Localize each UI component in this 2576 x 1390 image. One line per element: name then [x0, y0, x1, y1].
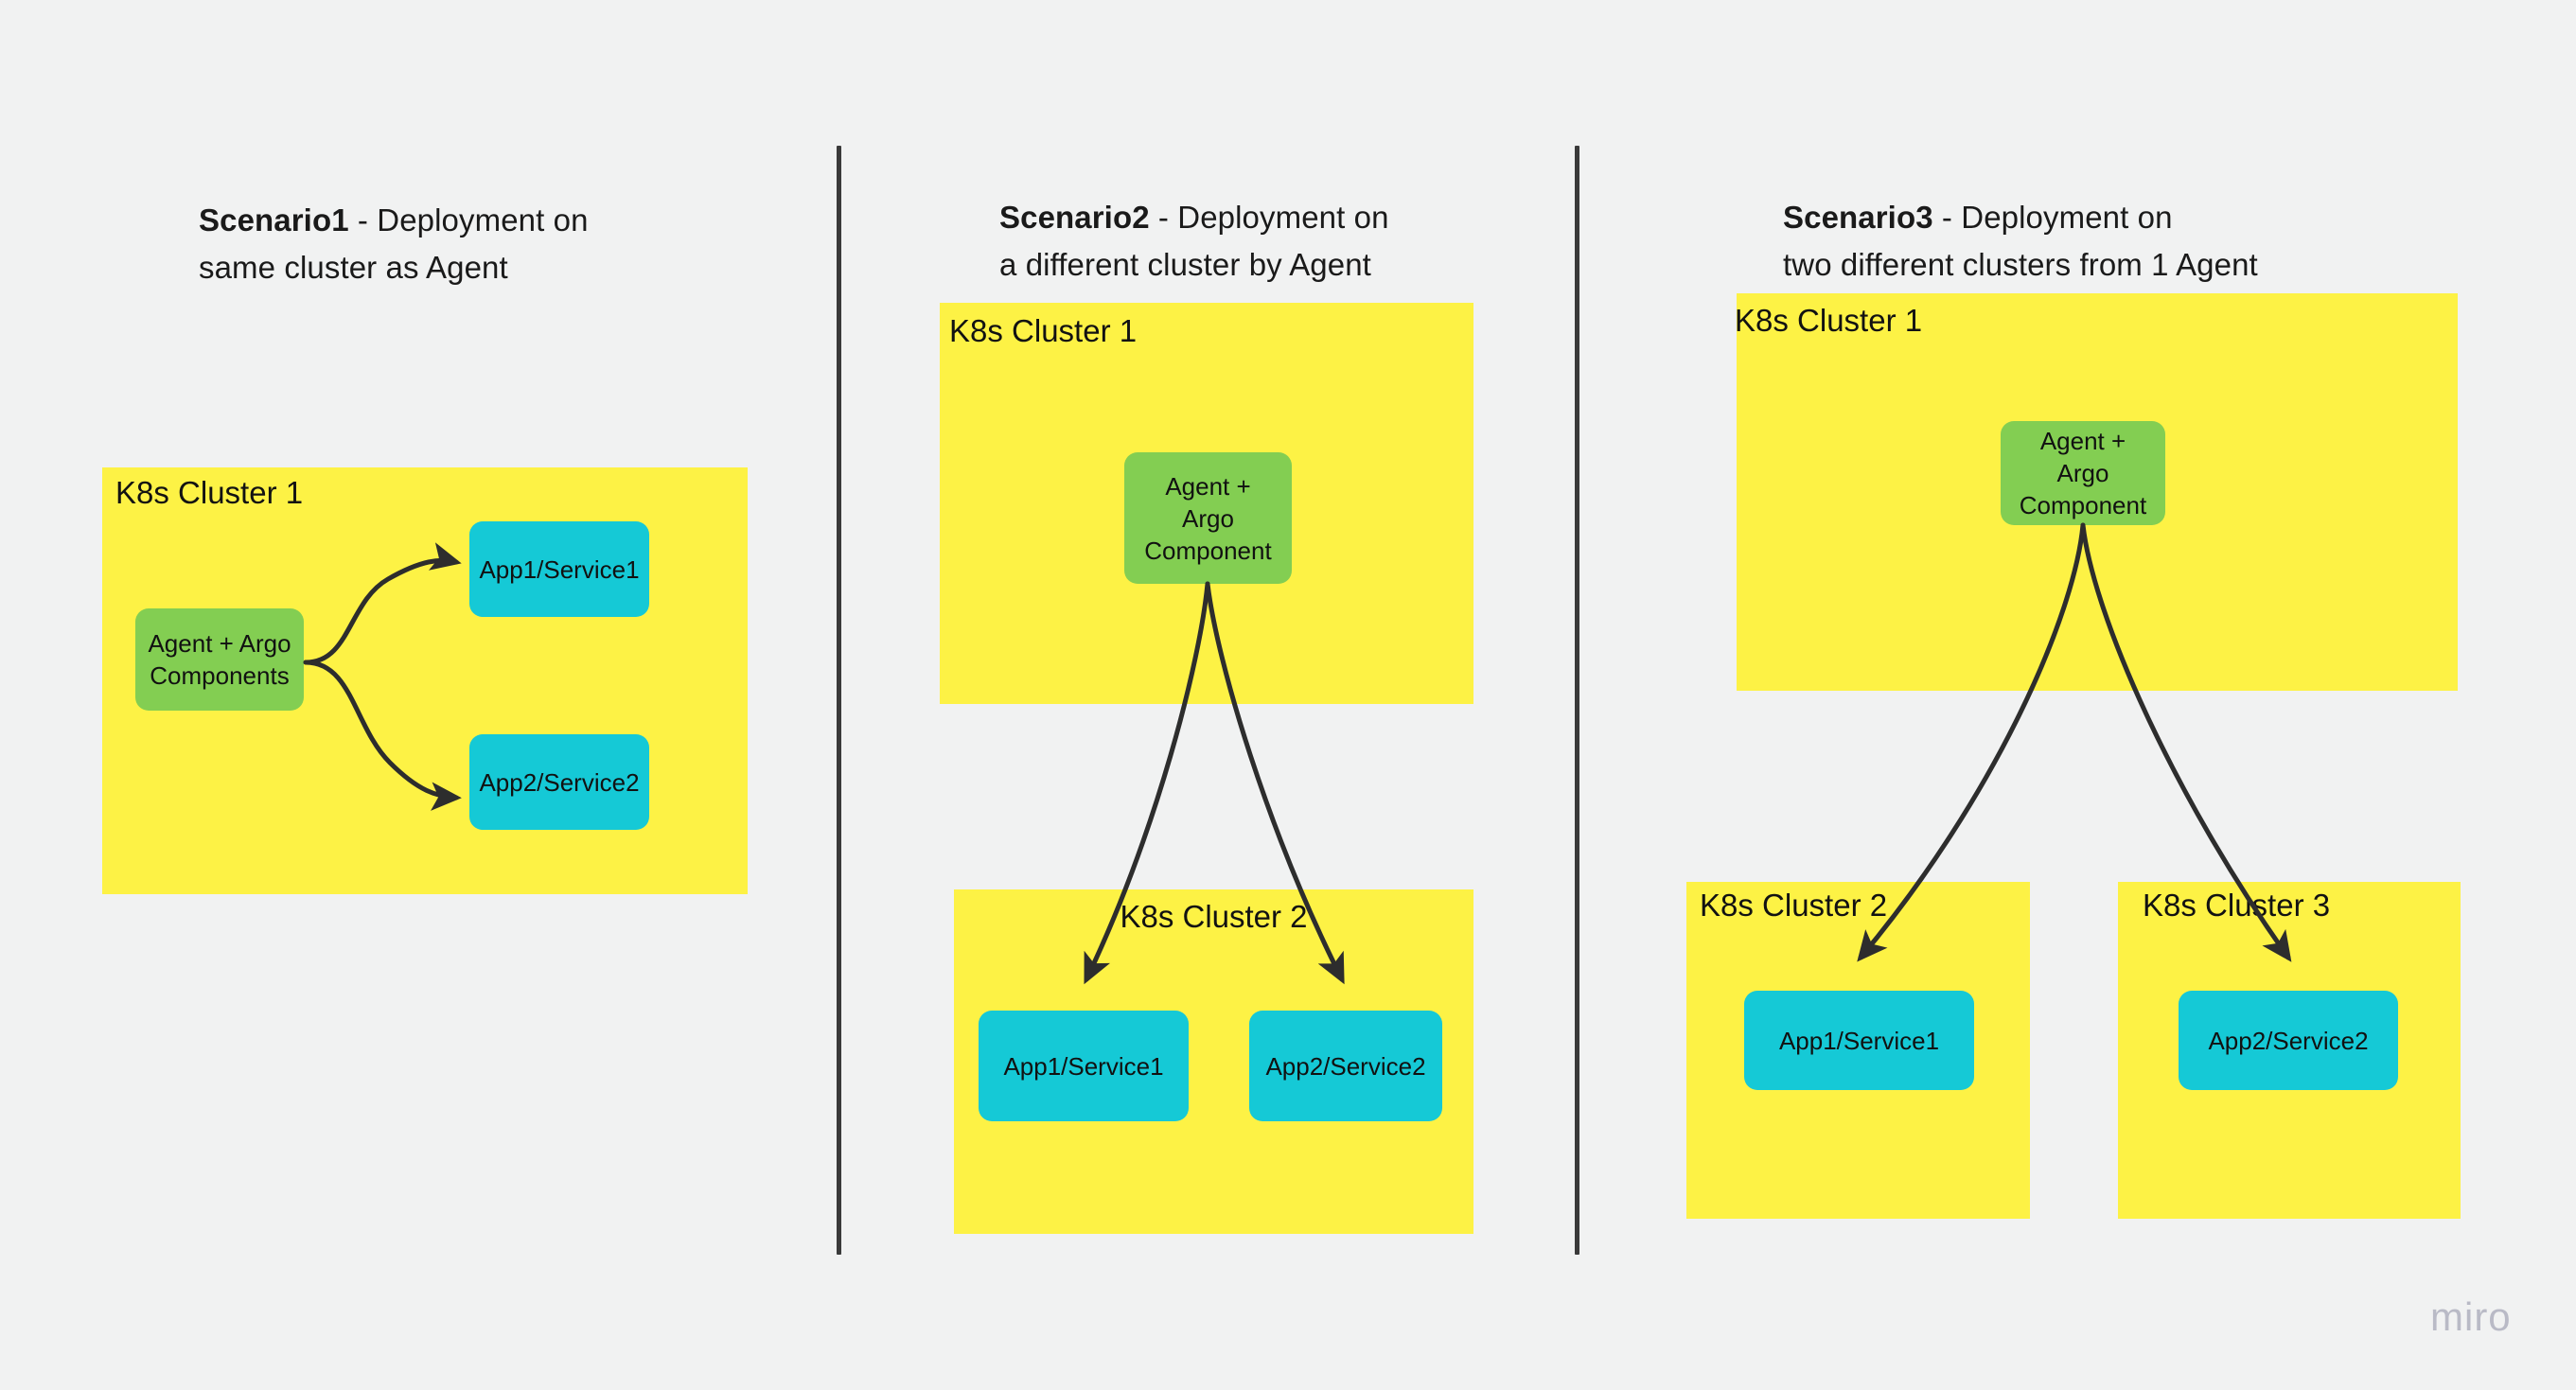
scenario3-title: Scenario3 - Deployment on two different … [1783, 147, 2445, 289]
scenario2-agent-node[interactable]: Agent + Argo Component [1124, 452, 1292, 584]
scenario2-title-bold: Scenario2 [999, 200, 1150, 235]
scenario3-cluster2-label: K8s Cluster 2 [1700, 888, 1888, 923]
scenario3-agent-node[interactable]: Agent + Argo Component [2001, 421, 2165, 525]
scenario2-app1-node[interactable]: App1/Service1 [979, 1011, 1189, 1121]
scenario3-cluster1-label: K8s Cluster 1 [1735, 303, 1923, 338]
scenario3-app1-node[interactable]: App1/Service1 [1744, 991, 1974, 1090]
scenario1-title: Scenario1 - Deployment on same cluster a… [199, 150, 767, 291]
scenario3-title-bold: Scenario3 [1783, 200, 1933, 235]
scenario2-cluster2-label: K8s Cluster 2 [1120, 899, 1308, 934]
scenario2-title-rest: - Deployment on a different cluster by A… [999, 200, 1389, 282]
scenario3-cluster3-label: K8s Cluster 3 [2143, 888, 2331, 923]
scenario1-agent-node[interactable]: Agent + Argo Components [135, 608, 304, 711]
scenario1-app2-node[interactable]: App2/Service2 [469, 734, 649, 830]
scenario2-cluster1-label: K8s Cluster 1 [949, 313, 1138, 348]
scenario1-cluster1-label: K8s Cluster 1 [115, 475, 304, 510]
miro-watermark: miro [2430, 1294, 2512, 1339]
scenario3-title-rest: - Deployment on two different clusters f… [1783, 200, 2258, 282]
scenario-divider-1 [837, 146, 841, 1255]
scenario1-title-rest: - Deployment on same cluster as Agent [199, 202, 589, 285]
scenario2-title: Scenario2 - Deployment on a different cl… [999, 147, 1586, 289]
scenario2-app2-node[interactable]: App2/Service2 [1249, 1011, 1442, 1121]
scenario-divider-2 [1575, 146, 1579, 1255]
scenario1-title-bold: Scenario1 [199, 202, 349, 238]
scenario3-app2-node[interactable]: App2/Service2 [2179, 991, 2398, 1090]
scenario1-app1-node[interactable]: App1/Service1 [469, 521, 649, 617]
